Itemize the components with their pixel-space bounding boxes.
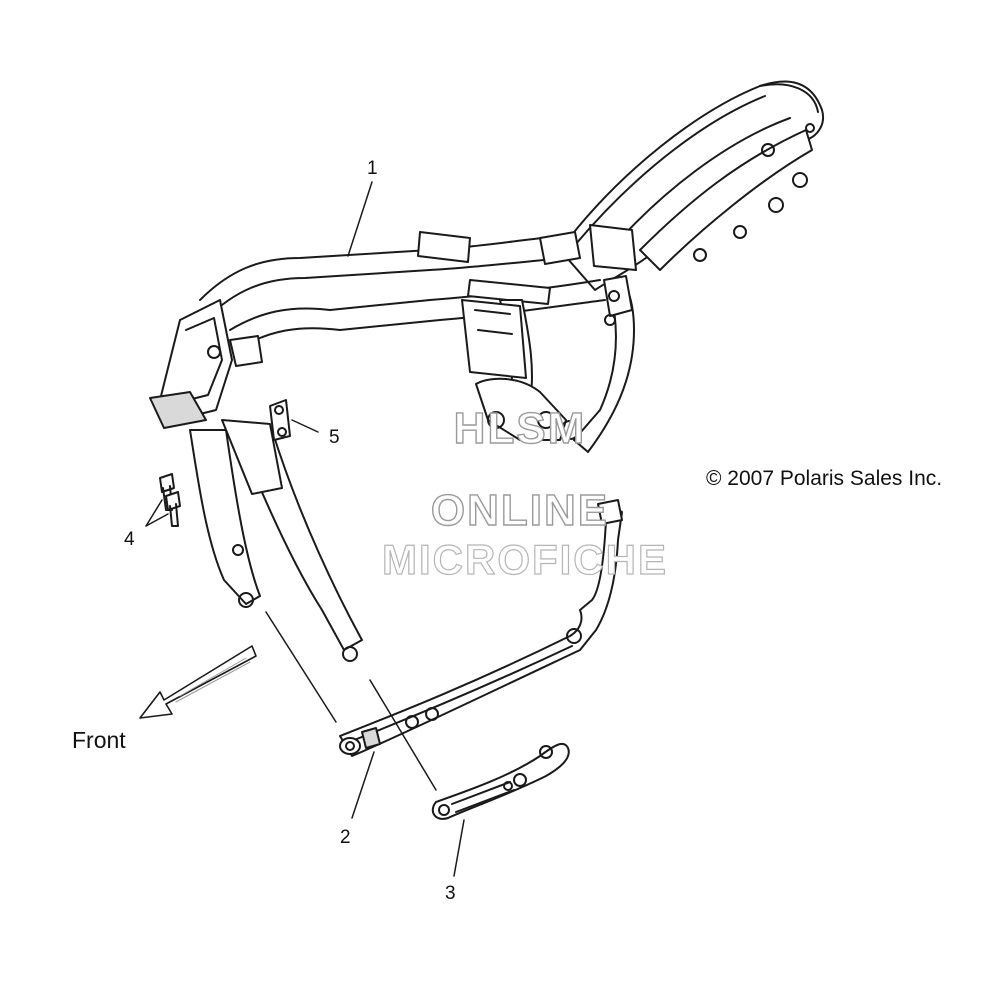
lower-bracket-part-3 — [431, 742, 570, 820]
leader-line-5 — [291, 419, 319, 433]
front-downtube-left — [189, 429, 261, 605]
copyright-notice: © 2007 Polaris Sales Inc. — [706, 467, 943, 490]
alignment-line-a — [265, 611, 337, 723]
clamp-part-5 — [269, 399, 291, 441]
alignment-line-b — [369, 679, 437, 791]
main-frame-part-1 — [149, 80, 824, 662]
callout-1: 1 — [367, 158, 378, 179]
callout-2: 2 — [340, 827, 351, 848]
leader-line-3 — [453, 819, 465, 877]
watermark-line-2: ONLINE — [430, 485, 610, 535]
bolts-part-4 — [159, 473, 181, 527]
front-arrow-icon — [139, 645, 257, 719]
callout-5: 5 — [329, 427, 340, 448]
front-direction-label: Front — [72, 727, 126, 753]
leader-line-4b — [145, 513, 169, 527]
watermark-line-1: HLSM — [453, 403, 587, 453]
leader-line-4a — [145, 499, 163, 527]
leader-line-1 — [347, 181, 373, 257]
lower-rail-part-2 — [339, 499, 623, 757]
watermark-line-3: MICROFICHE — [381, 535, 668, 583]
callout-3: 3 — [445, 883, 456, 904]
callout-4: 4 — [124, 529, 135, 550]
leader-line-2 — [351, 751, 375, 819]
